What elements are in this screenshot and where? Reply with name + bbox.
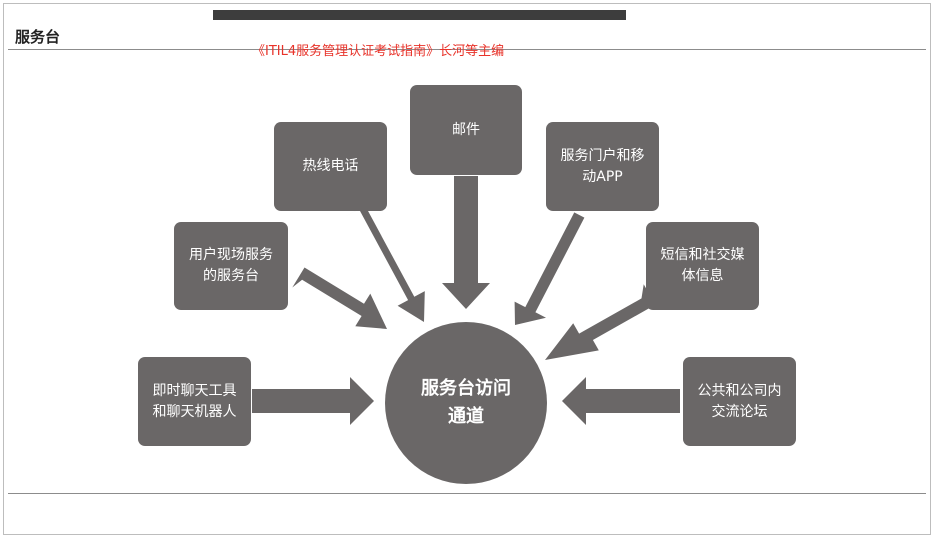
channel-portal-app: 服务门户和移 动APP bbox=[546, 122, 659, 211]
channel-sms-social-line2: 体信息 bbox=[681, 268, 724, 284]
arrow-hotline bbox=[341, 205, 425, 322]
channel-portal-app-line1: 服务门户和移 bbox=[560, 147, 645, 164]
footer-divider bbox=[8, 493, 926, 494]
header-divider bbox=[8, 49, 926, 50]
arrow-onsite bbox=[292, 267, 387, 329]
slide-frame bbox=[3, 3, 931, 535]
channel-forums-line2: 交流论坛 bbox=[711, 403, 768, 420]
arrow-chat-bot bbox=[252, 377, 374, 425]
channel-onsite-line1: 用户现场服务 bbox=[189, 247, 273, 263]
channel-onsite-line2: 的服务台 bbox=[203, 268, 259, 284]
arrow-portal-app bbox=[514, 205, 585, 325]
book-citation: 《ITIL4服务管理认证考试指南》长河等主编 bbox=[252, 44, 505, 59]
channel-onsite: 用户现场服务 的服务台 bbox=[174, 222, 288, 310]
hub-line2: 通道 bbox=[448, 406, 484, 427]
arrow-email bbox=[442, 176, 490, 309]
channel-hotline: 热线电话 bbox=[274, 122, 387, 211]
hub-access-channels: 服务台访问 通道 bbox=[385, 322, 547, 484]
channel-chat-bot: 即时聊天工具 和聊天机器人 bbox=[138, 357, 251, 446]
channel-email-line1: 邮件 bbox=[452, 121, 480, 138]
channel-sms-social: 短信和社交媒 体信息 bbox=[646, 222, 759, 310]
channel-forums: 公共和公司内 交流论坛 bbox=[683, 357, 796, 446]
header-bar bbox=[213, 10, 626, 20]
hub-line1: 服务台访问 bbox=[421, 378, 511, 399]
arrow-sms-social bbox=[545, 284, 656, 360]
channel-forums-line1: 公共和公司内 bbox=[697, 382, 782, 399]
channel-chat-bot-line2: 和聊天机器人 bbox=[152, 403, 237, 420]
channel-sms-social-line1: 短信和社交媒 bbox=[660, 247, 745, 263]
channel-hotline-line1: 热线电话 bbox=[302, 158, 359, 174]
page-title: 服务台 bbox=[15, 28, 61, 46]
channel-email: 邮件 bbox=[410, 85, 522, 175]
channel-chat-bot-line1: 即时聊天工具 bbox=[152, 382, 237, 399]
arrow-forums bbox=[562, 377, 680, 425]
channel-portal-app-line2: 动APP bbox=[582, 168, 623, 185]
